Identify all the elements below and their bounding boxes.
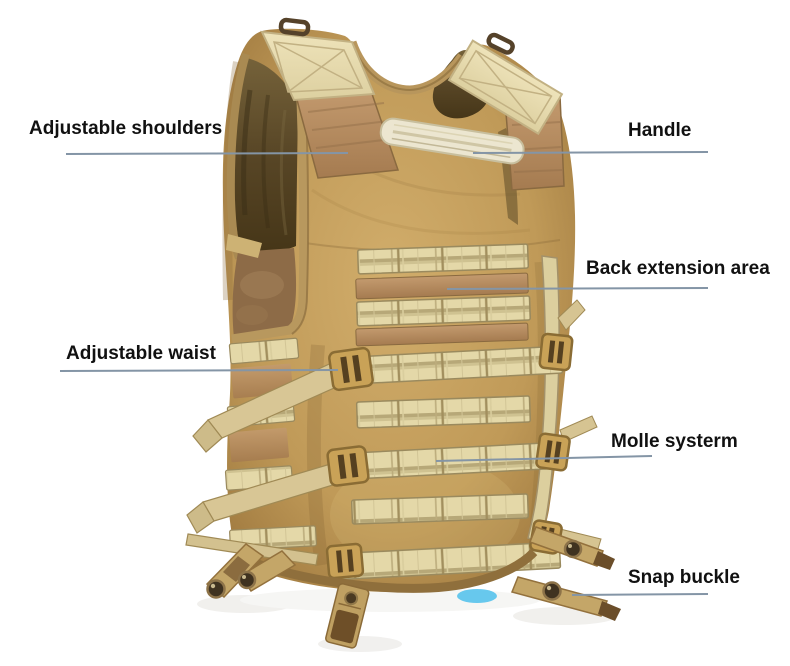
triglide-buckle — [535, 432, 571, 472]
flap-binding — [231, 99, 310, 344]
right-shoulder-loop-icon — [486, 32, 515, 55]
label-adjustable-shoulders: Adjustable shoulders — [29, 118, 223, 139]
label-back-extension-area: Back extension area — [586, 258, 770, 279]
triglide-buckle — [538, 332, 574, 372]
snap-strap — [205, 543, 265, 599]
molle-panel — [328, 243, 568, 581]
velcro-row — [355, 272, 529, 300]
label-adjustable-waist: Adjustable waist — [66, 343, 216, 364]
right-shoulder-pad — [447, 39, 564, 136]
collar-stitch — [351, 41, 463, 92]
snap-strap — [529, 526, 615, 570]
triglide-buckle — [325, 542, 365, 580]
molle-row — [355, 395, 532, 429]
left-shoulder-pad — [260, 30, 376, 102]
snap-strap — [237, 550, 297, 592]
triglide-buckle — [326, 445, 370, 487]
snap-strap — [325, 583, 370, 649]
label-snap-buckle: Snap buckle — [628, 567, 740, 588]
molle-row — [356, 243, 530, 275]
label-molle-system: Molle systerm — [611, 431, 738, 452]
label-handle: Handle — [628, 120, 692, 141]
hem-binding — [240, 548, 538, 593]
molle-row — [355, 295, 532, 327]
snap-straps — [205, 526, 621, 649]
snap-strap — [510, 576, 621, 621]
left-shoulder-loop-icon — [278, 17, 311, 37]
molle-row — [350, 493, 530, 525]
blue-liner-peek — [457, 589, 497, 603]
triglide-buckle — [328, 346, 374, 392]
front-flap — [226, 234, 297, 338]
velcro-row — [355, 322, 529, 347]
